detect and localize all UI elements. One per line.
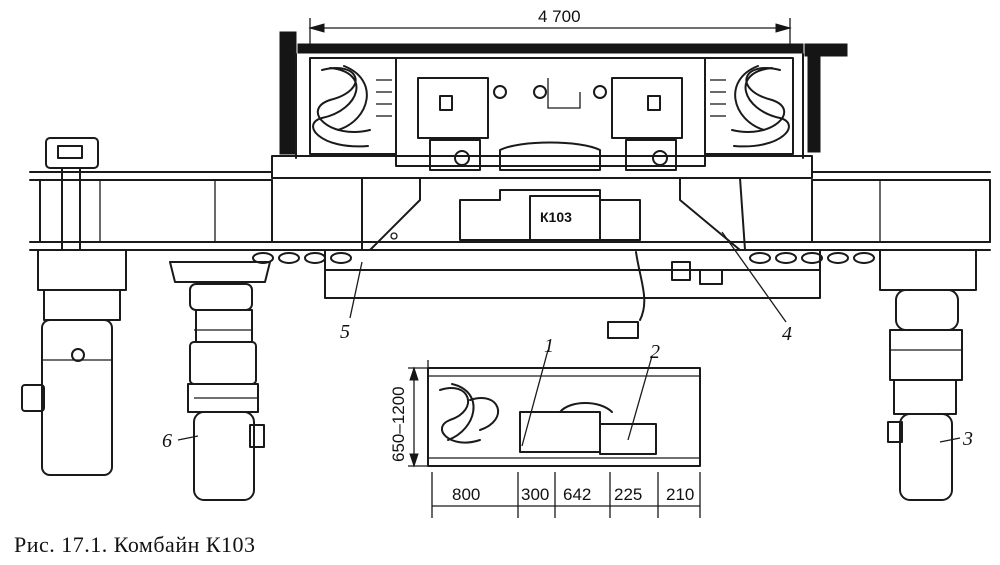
segment-3-label: 642: [563, 485, 591, 504]
callout-1: 1: [544, 335, 554, 357]
right-motor: [879, 249, 977, 501]
machine-tag: К103: [540, 209, 572, 225]
overall-width-label: 4 700: [538, 7, 581, 26]
left-winch: [21, 137, 127, 476]
callout-5: 5: [340, 321, 350, 343]
segment-5-label: 210: [666, 485, 694, 504]
callout-4: 4: [782, 323, 792, 345]
callout-3: 3: [962, 428, 973, 450]
segment-4-label: 225: [614, 485, 642, 504]
upper-housing: [279, 31, 848, 167]
segment-2-label: 300: [521, 485, 549, 504]
haulage-chain: [252, 252, 875, 264]
callout-6: 6: [162, 430, 172, 452]
callouts: 1 2 3 4 5 6: [162, 231, 973, 452]
segment-1-label: 800: [452, 485, 480, 504]
callout-2: 2: [650, 341, 660, 363]
main-frame: [29, 155, 991, 251]
seam-height-label: 650–1200: [389, 386, 408, 462]
overall-dimension: 4 700: [308, 7, 792, 52]
left-auger-drum: [312, 65, 392, 148]
left-motor: [169, 261, 271, 501]
seam-inset: [427, 360, 701, 467]
seam-height-dimension: 650–1200: [389, 366, 428, 468]
figure-caption: Рис. 17.1. Комбайн К103: [14, 532, 256, 557]
right-auger-drum: [710, 65, 790, 148]
segment-dimensions: 800 300 642 225 210: [431, 472, 701, 518]
central-body: К103: [324, 177, 821, 339]
